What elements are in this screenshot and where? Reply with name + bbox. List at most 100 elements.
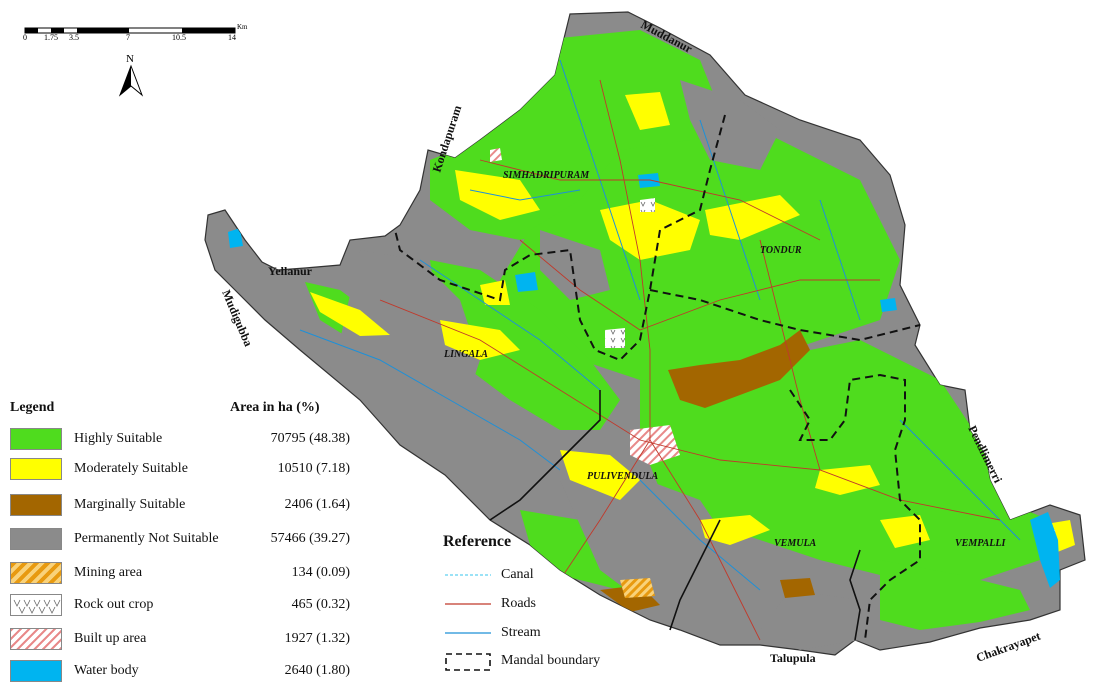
legend-value: 10510 (7.18) (277, 461, 350, 476)
zone-marginally-suitable (780, 578, 815, 598)
legend-value: 134 (0.09) (291, 565, 350, 580)
reference-item-roads: Roads (443, 594, 663, 616)
zone-not-suitable (540, 230, 610, 300)
label-talupula: Talupula (770, 651, 816, 665)
zone-rock-outcrop (605, 328, 625, 348)
zone-not-suitable (760, 590, 860, 650)
streams (299, 59, 1021, 591)
legend-swatch-not-suitable (10, 528, 62, 550)
stream-line-icon (445, 632, 491, 634)
zone-rock-outcrop (640, 198, 655, 212)
reference-legend: Reference Canal Roads Stream Mandal boun… (443, 533, 663, 671)
legend-item: Rock out crop 465 (0.32) (10, 594, 370, 618)
legend-item: Highly Suitable 70795 (48.38) (10, 428, 370, 452)
rock-pattern-icon (13, 599, 61, 614)
mandal-labels: SIMHADRIPURAM TONDUR LINGALA PULIVENDULA… (443, 170, 1006, 549)
reference-label: Roads (501, 596, 536, 611)
legend-label: Marginally Suitable (74, 497, 186, 512)
zone-not-suitable (560, 470, 740, 600)
legend-value: 1927 (1.32) (284, 631, 350, 646)
zone-water-body (515, 272, 538, 292)
legend-label: Water body (74, 663, 139, 678)
zone-highly-suitable (880, 560, 1030, 630)
legend-label: Mining area (74, 565, 143, 580)
legend-label: Highly Suitable (74, 431, 163, 446)
north-arrow-icon: N (118, 53, 144, 97)
legend-item: Marginally Suitable 2406 (1.64) (10, 494, 370, 518)
label-yellanur: Yellanur (268, 264, 313, 278)
scale-tick-2: 3.5 (69, 33, 79, 42)
zone-water-body (880, 298, 897, 312)
legend-label: Rock out crop (74, 597, 154, 612)
legend-value: 2640 (1.80) (284, 663, 350, 678)
scale-bar: 0 1.75 3.5 7 10.5 14 Km (23, 23, 248, 42)
label-simhadripuram: SIMHADRIPURAM (503, 170, 590, 181)
legend-swatch-rock-outcrop (10, 594, 62, 616)
reference-item-mandal-boundary: Mandal boundary (443, 651, 663, 673)
legend-label: Moderately Suitable (74, 461, 188, 476)
legend-swatch-water-body (10, 660, 62, 682)
mandal-boundaries (394, 114, 921, 641)
mandal-boundary-icon (445, 653, 491, 671)
zone-built-up (630, 425, 680, 465)
map-region (204, 11, 1086, 656)
zone-moderately-suitable (625, 92, 670, 130)
legend-value-header: Area in ha (%) (230, 400, 320, 415)
road-line-icon (445, 603, 491, 605)
legend-swatch-moderately-suitable (10, 458, 62, 480)
zone-not-suitable (340, 250, 480, 440)
reference-item-canal: Canal (443, 565, 663, 587)
legend-title: Legend (10, 400, 55, 415)
roads (379, 79, 1001, 641)
legend-item: Built up area 1927 (1.32) (10, 628, 370, 652)
scale-unit: Km (237, 23, 248, 31)
zone-marginally-suitable (668, 330, 810, 408)
zone-highly-suitable (430, 260, 620, 430)
scale-tick-4: 10.5 (172, 33, 186, 42)
scale-tick-1: 1.75 (44, 33, 58, 42)
canal-line-icon (445, 574, 491, 576)
mandal-boundaries-solid (489, 390, 861, 641)
zone-water-body (638, 173, 660, 188)
legend-label: Permanently Not Suitable (74, 531, 219, 546)
legend-swatch-marginally-suitable (10, 494, 62, 516)
reference-label: Stream (501, 625, 541, 640)
legend-item: Water body 2640 (1.80) (10, 660, 370, 684)
zone-moderately-suitable (880, 515, 930, 548)
label-tondur: TONDUR (760, 245, 802, 256)
label-vemula: VEMULA (774, 538, 817, 549)
zone-water-body (1030, 512, 1060, 588)
legend-value: 57466 (39.27) (270, 531, 350, 546)
reference-label: Mandal boundary (501, 653, 601, 668)
zone-moderately-suitable (600, 200, 700, 260)
legend-item: Moderately Suitable 10510 (7.18) (10, 458, 370, 482)
scale-tick-5: 14 (228, 33, 236, 42)
reference-item-stream: Stream (443, 623, 663, 645)
zone-built-up (490, 148, 502, 162)
zone-not-suitable (680, 80, 780, 170)
legend-value: 465 (0.32) (291, 597, 350, 612)
legend-item: Permanently Not Suitable 57466 (39.27) (10, 528, 370, 552)
legend-swatch-highly-suitable (10, 428, 62, 450)
legend-swatch-mining (10, 562, 62, 584)
label-pulivendula: PULIVENDULA (587, 471, 658, 482)
label-vempalli: VEMPALLI (955, 538, 1006, 549)
north-label: N (126, 53, 134, 65)
legend-label: Built up area (74, 631, 147, 646)
label-chakrayapet: Chakrayapet (974, 629, 1042, 665)
scale-tick-0: 0 (23, 33, 27, 42)
zone-water-body (228, 228, 243, 248)
legend-value: 2406 (1.64) (284, 497, 350, 512)
legend-item: Mining area 134 (0.09) (10, 562, 370, 586)
label-lingala: LINGALA (443, 349, 488, 360)
reference-title: Reference (443, 533, 512, 550)
legend-value: 70795 (48.38) (270, 431, 350, 446)
legend-swatch-built-up (10, 628, 62, 650)
zone-mining (620, 578, 655, 598)
zone-highly-suitable (500, 130, 900, 380)
scale-tick-3: 7 (126, 33, 130, 42)
zone-moderately-suitable (700, 515, 770, 545)
reference-label: Canal (501, 567, 534, 582)
zone-moderately-suitable (310, 292, 390, 336)
